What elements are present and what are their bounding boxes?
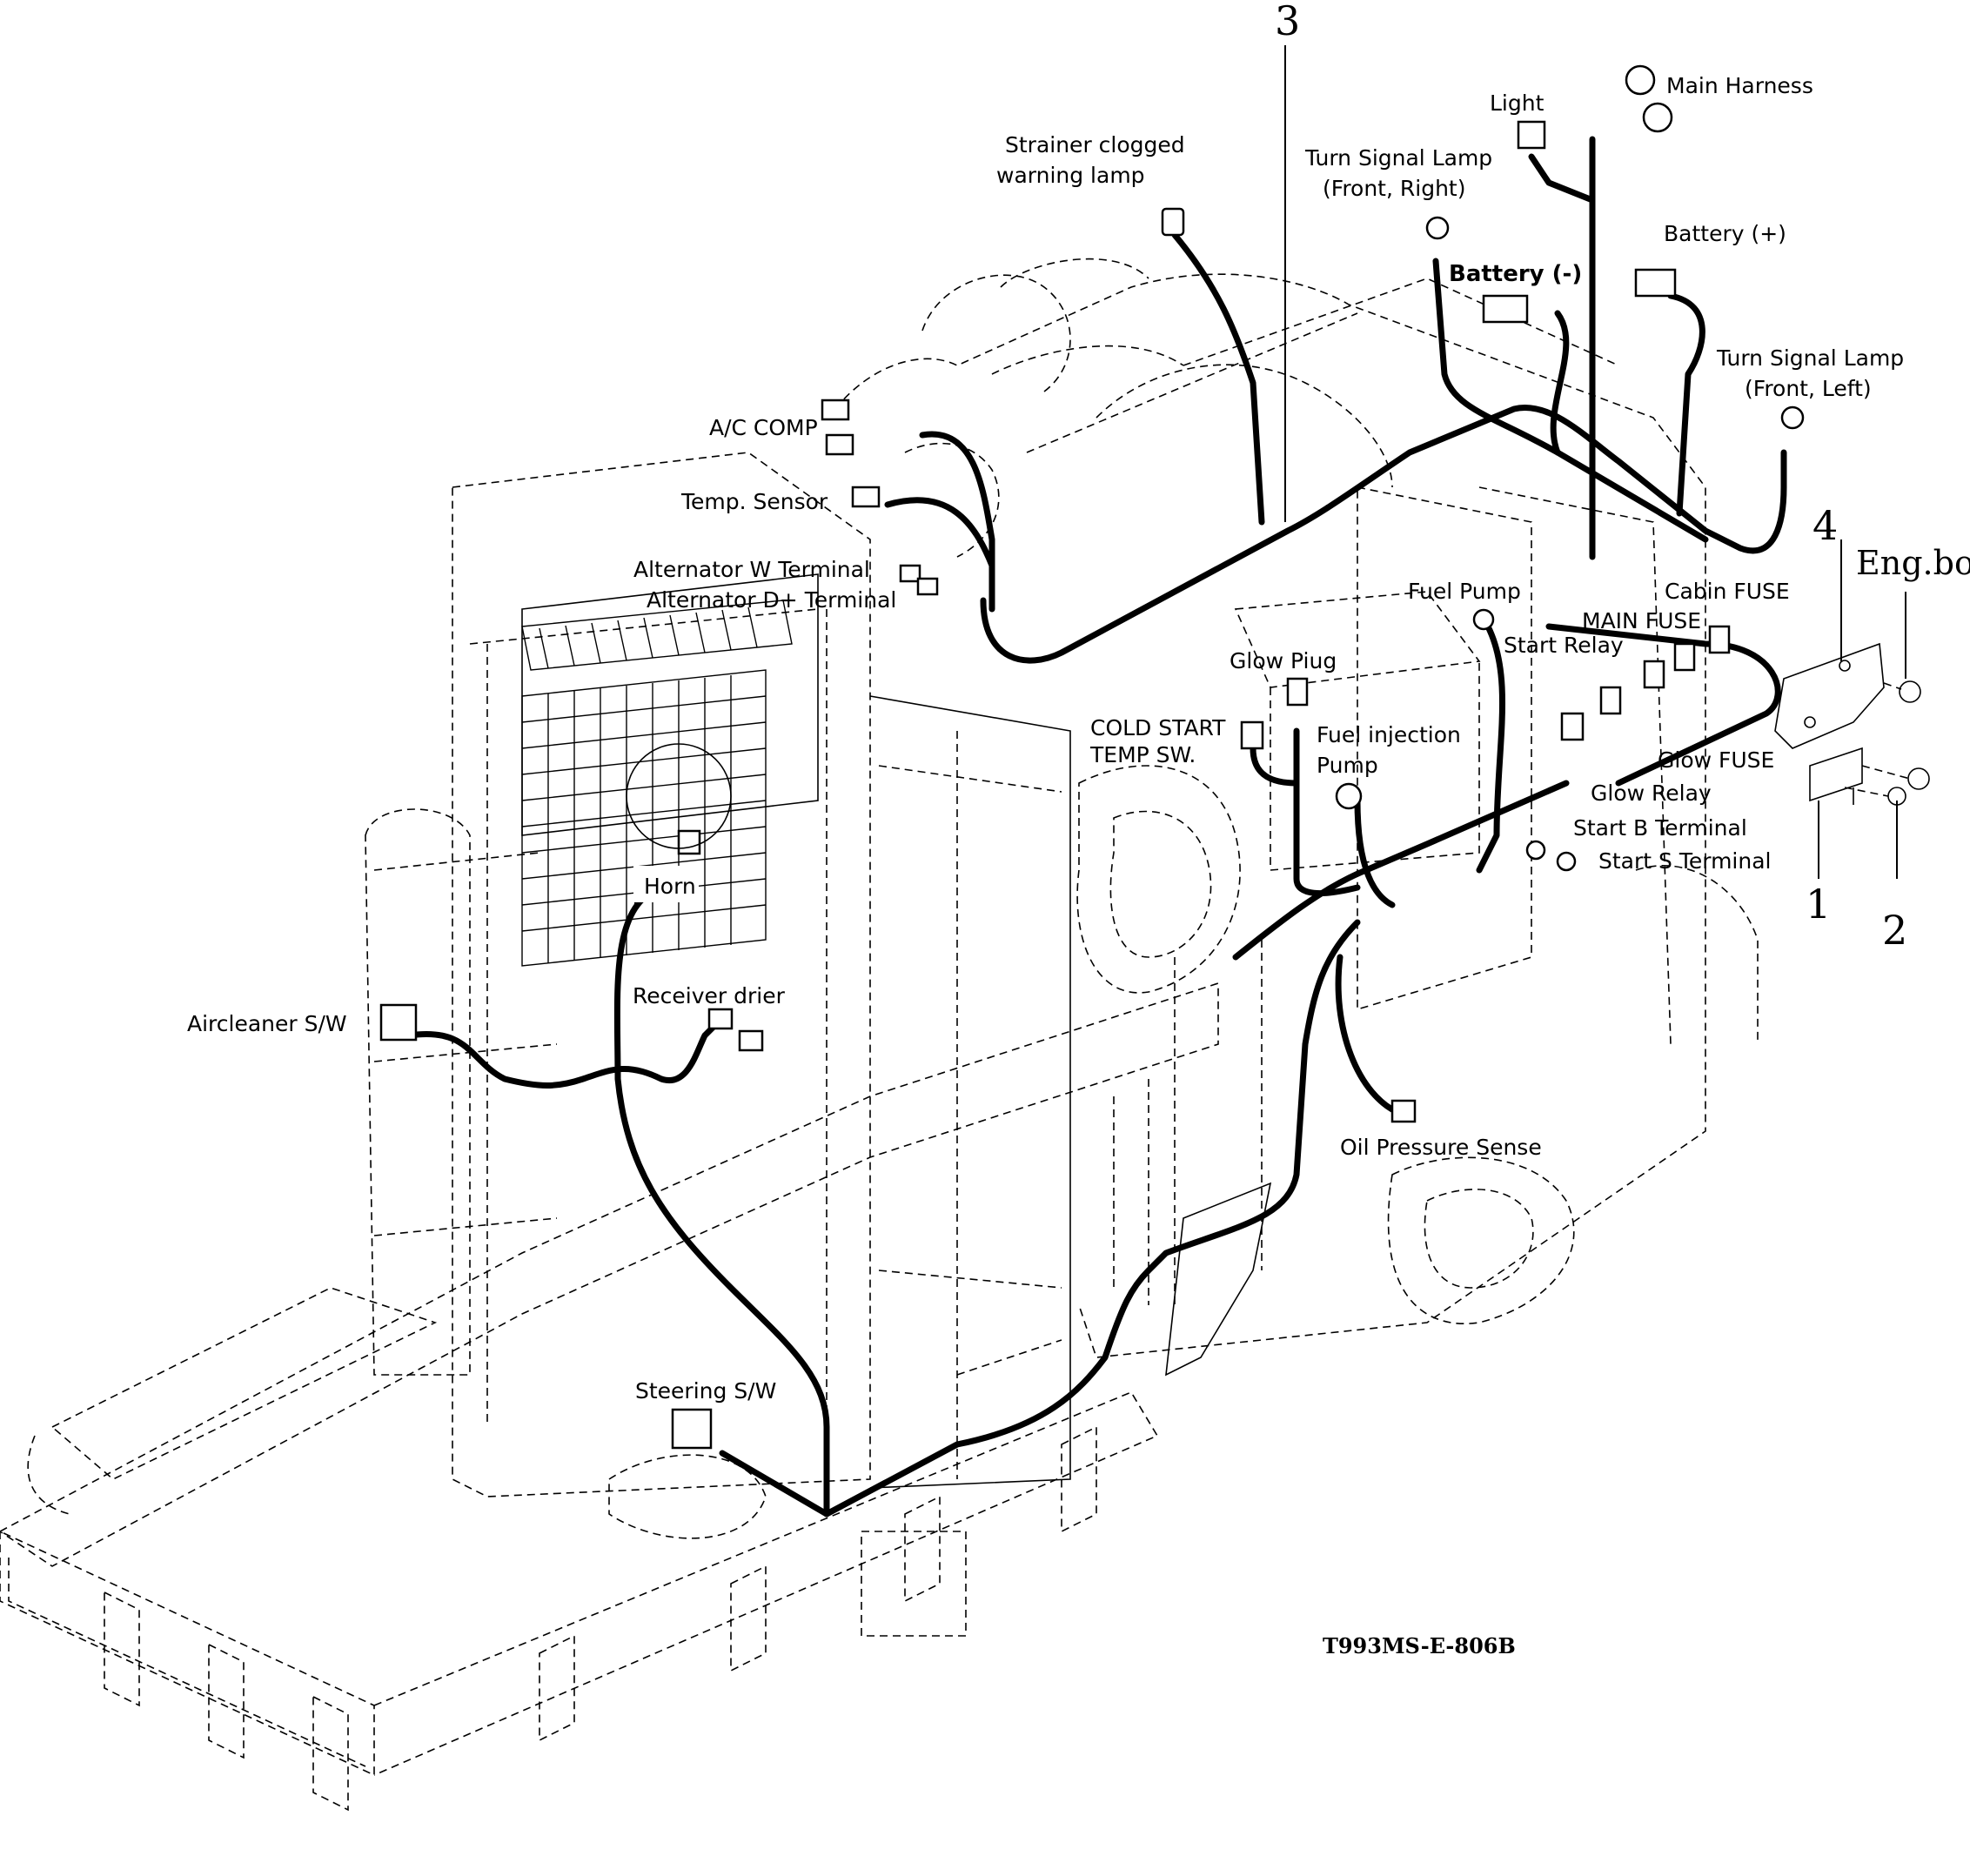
alternator-w-connector xyxy=(899,564,921,583)
callout-2: 2 xyxy=(1882,907,1907,954)
main-harness-connector-a xyxy=(1625,64,1656,96)
horn-connector xyxy=(677,829,701,855)
oil-pressure-connector xyxy=(1390,1099,1417,1123)
start-relay-connector xyxy=(1643,660,1665,689)
cabin-fuse-connector xyxy=(1673,642,1696,672)
label-glow-plug: Glow Piug xyxy=(1230,648,1337,673)
label-cold-start-2: TEMP SW. xyxy=(1089,742,1196,767)
fuel-pump-wire xyxy=(1476,623,1506,874)
harness-wires xyxy=(405,136,1787,1518)
label-fuel-injection-2: Pump xyxy=(1317,753,1378,778)
label-main-harness: Main Harness xyxy=(1666,73,1813,98)
callout-1: 1 xyxy=(1806,881,1831,928)
aircleaner-connector xyxy=(379,1003,418,1042)
steering-connector xyxy=(671,1408,713,1450)
turn-left-connector xyxy=(1780,405,1805,430)
strainer-lamp-wire xyxy=(1171,231,1265,526)
label-steering: Steering S/W xyxy=(635,1378,776,1404)
label-strainer-lamp-1: Strainer clogged xyxy=(1005,132,1185,157)
light-branch xyxy=(1528,153,1596,204)
label-start-s: Start S Terminal xyxy=(1598,848,1772,874)
machine-frame xyxy=(0,982,1219,1812)
start-b-connector xyxy=(1525,840,1546,861)
label-horn: Horn xyxy=(644,874,696,899)
battery-neg-connector xyxy=(1482,294,1529,324)
main-trunk-wire xyxy=(980,405,1787,664)
label-battery-pos: Battery (+) xyxy=(1664,221,1786,246)
label-alt-w: Alternator W Terminal xyxy=(633,557,870,582)
fuse-relay-run xyxy=(1232,780,1570,961)
lower-trunk xyxy=(823,919,1361,1518)
glow-fuse-connector xyxy=(1599,686,1622,715)
label-fuel-pump: Fuel Pump xyxy=(1408,579,1521,604)
label-start-b: Start B Terminal xyxy=(1573,815,1747,841)
label-eng-bolt: Eng.bolt xyxy=(1856,544,1970,582)
light-connector xyxy=(1517,120,1546,150)
label-start-relay: Start Relay xyxy=(1504,633,1624,658)
temp-sensor-connector xyxy=(851,486,881,508)
label-turn-left-2: (Front, Left) xyxy=(1745,376,1872,401)
fuel-pump-connector xyxy=(1472,608,1495,631)
oil-pressure-wire xyxy=(1335,954,1404,1117)
label-turn-left-1: Turn Signal Lamp xyxy=(1716,345,1904,371)
cold-start-connector xyxy=(1240,720,1264,750)
label-glow-relay: Glow Relay xyxy=(1591,781,1712,806)
strainer-lamp-connector xyxy=(1161,207,1185,237)
glow-plug-wire xyxy=(1293,727,1361,897)
cold-start-wire xyxy=(1250,745,1300,787)
receiver-drier-connector-2 xyxy=(738,1029,764,1052)
label-light: Light xyxy=(1490,90,1545,116)
connectors xyxy=(379,64,1805,1450)
label-oil-pressure: Oil Pressure Sense xyxy=(1340,1135,1542,1160)
label-receiver-drier: Receiver drier xyxy=(633,983,786,1008)
callout-4: 4 xyxy=(1813,502,1838,549)
radiator-block xyxy=(365,452,1071,1497)
aircleaner-wire xyxy=(405,1015,726,1089)
battery-neg-branch xyxy=(1550,310,1570,456)
label-strainer-lamp-2: warning lamp xyxy=(996,163,1145,188)
label-aircleaner: Aircleaner S/W xyxy=(187,1011,347,1036)
label-cold-start-1: COLD START xyxy=(1090,715,1226,740)
label-battery-neg: Battery (-) xyxy=(1449,261,1582,287)
fuel-injection-connector xyxy=(1335,782,1363,810)
battery-pos-branch xyxy=(1667,292,1705,517)
temp-sensor-branch xyxy=(884,497,995,569)
glow-plug-connector xyxy=(1286,677,1309,707)
drawing-code: T993MS-E-806B xyxy=(1323,1633,1516,1658)
ac-comp-connector-2 xyxy=(825,433,854,456)
callout-3: 3 xyxy=(1275,0,1300,44)
label-main-fuse: MAIN FUSE xyxy=(1582,608,1701,633)
label-turn-right-2: (Front, Right) xyxy=(1323,176,1465,201)
labels: Strainer clogged warning lamp Light Main… xyxy=(187,0,1970,1658)
eng-bolt-2 xyxy=(1907,767,1930,790)
horn-body xyxy=(626,743,732,849)
ac-temp-branch xyxy=(919,431,995,613)
start-s-connector xyxy=(1556,851,1577,872)
main-fuse-connector xyxy=(1708,625,1731,654)
ac-comp-connector xyxy=(821,399,850,421)
glow-relay-connector xyxy=(1560,712,1585,741)
label-ac-comp: A/C COMP xyxy=(709,415,818,440)
injection-pump-wire xyxy=(1354,797,1396,908)
battery-pos-connector xyxy=(1634,268,1677,298)
receiver-drier-connector xyxy=(707,1008,734,1030)
label-fuel-injection-1: Fuel injection xyxy=(1317,722,1461,747)
label-temp-sensor: Temp. Sensor xyxy=(680,489,828,514)
label-turn-right-1: Turn Signal Lamp xyxy=(1304,145,1492,171)
label-glow-fuse: Glow FUSE xyxy=(1658,747,1774,773)
label-alt-d: Alternator D+ Terminal xyxy=(647,587,896,613)
eng-bolt-1 xyxy=(1899,680,1921,703)
steering-wire xyxy=(719,1450,830,1518)
horn-label-bg xyxy=(633,866,699,902)
alternator-d-connector xyxy=(916,577,939,596)
condenser-grille xyxy=(521,600,793,967)
turn-right-branch xyxy=(1432,258,1709,543)
main-harness-connector-b xyxy=(1642,102,1673,133)
label-cabin-fuse: Cabin FUSE xyxy=(1665,579,1790,604)
turn-right-connector xyxy=(1425,216,1450,240)
horn-wire xyxy=(613,884,830,1518)
